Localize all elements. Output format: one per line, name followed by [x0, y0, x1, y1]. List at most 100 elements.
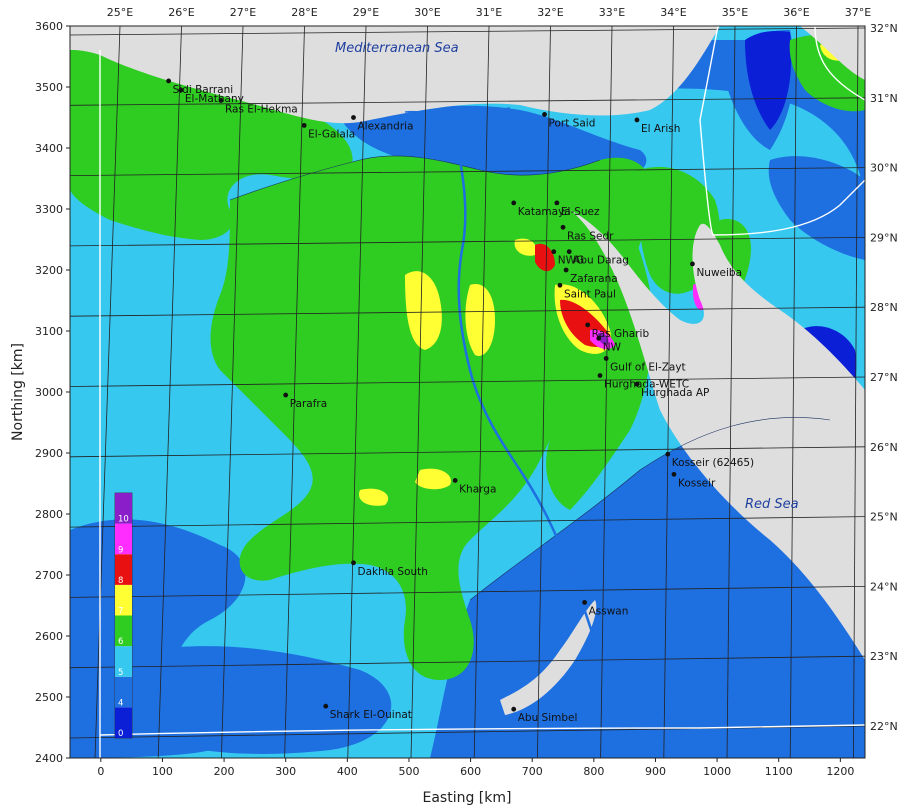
place-marker	[582, 600, 587, 605]
place-label: Ras El-Hekma	[225, 103, 298, 115]
x-tick-label: 100	[152, 765, 173, 778]
longitude-label: 28°E	[291, 6, 317, 19]
meridian-line	[853, 26, 859, 758]
place-label: Zafarana	[570, 273, 618, 285]
longitude-label: 36°E	[783, 6, 809, 19]
place-label: Dakhla South	[357, 566, 427, 578]
longitude-label: 37°E	[845, 6, 871, 19]
place-marker	[323, 703, 329, 709]
meridian-line	[157, 26, 182, 758]
place-marker	[542, 112, 547, 117]
place-marker	[634, 381, 640, 387]
place-label: NW	[603, 341, 622, 353]
x-tick-label: 0	[97, 765, 104, 778]
red-sea-label: Red Sea	[745, 497, 799, 512]
mediterranean-sea-label: Mediterranean Sea	[335, 41, 459, 56]
legend-tick-label: 9	[118, 545, 123, 555]
legend-swatch	[115, 707, 132, 738]
x-tick-label: 500	[398, 765, 419, 778]
legend-tick-label: 7	[118, 607, 123, 617]
y-tick-label: 3400	[35, 142, 63, 155]
mediterranean-sea-area	[70, 26, 720, 124]
place-marker	[560, 224, 566, 230]
lake-nasser	[500, 600, 597, 715]
longitude-label: 34°E	[660, 6, 686, 19]
legend-swatch	[115, 584, 132, 616]
x-tick-label: 800	[583, 765, 604, 778]
zone-darkblue-aqaba	[745, 30, 792, 131]
x-tick-label: 300	[275, 765, 296, 778]
zone-yellow-5	[359, 488, 389, 506]
place-marker	[557, 282, 563, 288]
parallel-line	[70, 655, 865, 669]
y-tick-label: 3600	[35, 20, 63, 33]
longitude-label: 32°E	[537, 6, 563, 19]
place-label: Hurghada-WETC	[604, 379, 689, 391]
y-tick-label: 3000	[35, 386, 63, 399]
zone-yellow-2	[465, 284, 495, 356]
place-label: NWG	[558, 255, 584, 267]
place-label: Kosseir	[678, 477, 716, 489]
place-label: Saint Paul	[564, 288, 616, 300]
x-tick-label: 400	[337, 765, 358, 778]
place-label: El-Suez	[561, 206, 600, 218]
place-marker	[596, 335, 602, 341]
parallel-line	[70, 516, 865, 528]
meridian-line	[537, 26, 551, 758]
y-tick-label: 3500	[35, 81, 63, 94]
meridian-line	[663, 26, 674, 758]
latitude-label: 30°N	[870, 162, 898, 175]
graticule	[70, 26, 865, 758]
place-label: Shark El-Ouinat	[330, 709, 412, 721]
y-axis-title: Northing [km]	[10, 343, 26, 441]
nile-river	[453, 129, 602, 661]
place-marker	[452, 478, 458, 483]
place-label: Abu Simbel	[518, 712, 578, 724]
longitude-label: 25°E	[107, 6, 133, 19]
zone-yellow-7	[514, 238, 537, 256]
y-tick-label: 2900	[35, 447, 63, 460]
y-tick-label: 3200	[35, 264, 63, 277]
meridian-line	[789, 26, 797, 758]
parallel-line	[70, 167, 865, 176]
parallel-line	[70, 97, 865, 106]
legend-swatch	[115, 676, 132, 708]
legend-tick-label: 8	[118, 576, 123, 586]
x-tick-label: 1200	[826, 765, 854, 778]
latitude-labels: 22°N23°N24°N25°N26°N27°N28°N29°N30°N31°N…	[870, 22, 898, 733]
latitude-label: 27°N	[870, 371, 898, 384]
y-tick-label: 2800	[35, 508, 63, 521]
legend-tick-label: 10	[118, 515, 129, 525]
place-label: Ras Sedr	[567, 230, 614, 242]
place-marker	[551, 249, 557, 255]
country-border-east	[814, 26, 865, 101]
longitude-label: 26°E	[168, 6, 194, 19]
meridian-line	[94, 26, 121, 758]
parallel-line	[70, 586, 865, 598]
x-tick-label: 1100	[765, 765, 793, 778]
y-tick-label: 2600	[35, 630, 63, 643]
place-marker	[597, 373, 603, 378]
x-tick-label: 700	[522, 765, 543, 778]
zone-red-2	[535, 243, 555, 272]
latitude-label: 23°N	[870, 650, 898, 663]
meridian-line	[347, 26, 367, 758]
place-marker	[166, 78, 172, 84]
latitude-label: 32°N	[870, 22, 898, 35]
legend-swatch	[115, 554, 132, 585]
longitude-label: 35°E	[722, 6, 748, 19]
place-label: Sidi Barrani	[173, 84, 234, 96]
meridian-line	[473, 26, 490, 758]
place-marker	[634, 117, 640, 123]
longitude-label: 29°E	[353, 6, 379, 19]
place-label: Kosseir (62465)	[672, 457, 754, 469]
place-marker	[351, 560, 356, 566]
latitude-label: 22°N	[870, 720, 898, 733]
place-marker	[511, 706, 517, 712]
legend-tick-label: 5	[118, 668, 123, 678]
y-axis: 2400250026002700280029003000310032003300…	[35, 20, 70, 765]
legend-swatch	[115, 493, 132, 524]
